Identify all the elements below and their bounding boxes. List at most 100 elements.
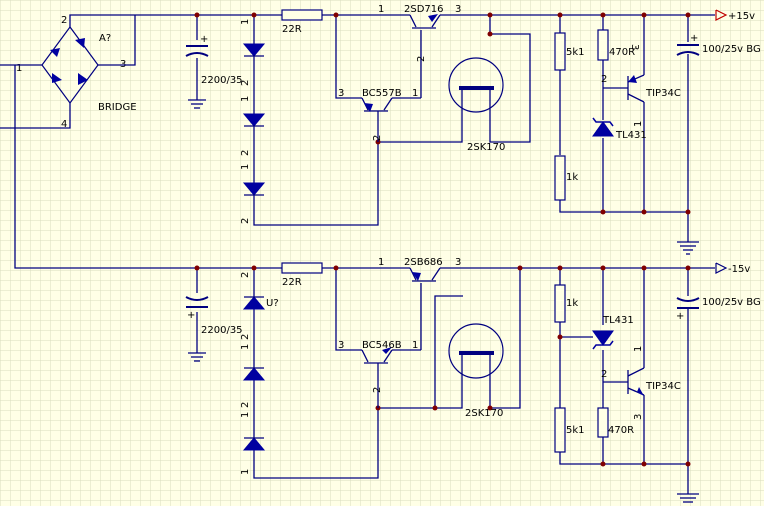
bridge-wires [0, 14, 380, 269]
top-pass-pin-2: 2 [601, 74, 607, 85]
top-zener-diode-1[interactable] [242, 43, 266, 57]
junction [487, 405, 493, 411]
junction [432, 405, 438, 411]
bottom-zener-pin: 2 [240, 402, 251, 408]
top-small-transistor[interactable] [361, 97, 421, 142]
bottom-zener-pin: 2 [240, 272, 251, 278]
top-small-name: BC557B [362, 88, 402, 99]
junction [487, 12, 493, 18]
top-driver-transistor[interactable] [409, 14, 441, 29]
top-tl431-icon[interactable] [592, 117, 614, 137]
bottom-small-transistor[interactable] [361, 347, 421, 408]
top-r-lower-value: 1k [566, 172, 578, 183]
bottom-pass-pin-1: 1 [633, 346, 644, 352]
bottom-resistor-base[interactable] [597, 407, 609, 438]
top-resistor-22r[interactable] [281, 9, 323, 21]
top-r-base-value: 470R [609, 47, 635, 58]
bottom-resistor-value: 22R [282, 277, 302, 288]
top-driver-pin-2: 2 [416, 56, 427, 62]
top-cap-ground-icon [188, 95, 206, 109]
bottom-zener-diode-2[interactable] [242, 367, 266, 381]
top-driver-pin-3: 3 [455, 4, 461, 15]
top-jfet-name: 2SK170 [467, 142, 505, 153]
top-cap-in-value: 2200/35 [201, 75, 243, 86]
bottom-pass-pin-2: 2 [601, 369, 607, 380]
bottom-output-port-icon[interactable] [715, 262, 728, 274]
junction [251, 265, 257, 271]
bridge-ref: A? [99, 33, 111, 44]
top-cap-out-value: 100/25v BG [702, 44, 761, 55]
top-zener-pin: 1 [240, 164, 251, 170]
top-zener-pin: 2 [240, 80, 251, 86]
bottom-pass-pin-3: 3 [633, 414, 644, 420]
top-output-capacitor[interactable] [676, 44, 700, 56]
bottom-pass-name: TIP34C [645, 381, 681, 392]
junction [641, 265, 647, 271]
top-driver-name: 2SD716 [404, 4, 444, 15]
bottom-rail-wires [196, 267, 715, 494]
junction [600, 209, 606, 215]
bottom-resistor-22r[interactable] [281, 262, 323, 274]
bottom-driver-pin-1: 1 [378, 257, 384, 268]
top-pass-pin-1: 1 [633, 121, 644, 127]
bottom-cap-out-polarity: + [676, 311, 684, 322]
top-pass-name: TIP34C [645, 88, 681, 99]
bottom-r-upper-value: 1k [566, 298, 578, 309]
junction [685, 12, 691, 18]
bottom-driver-name: 2SB686 [404, 257, 443, 268]
junction [557, 334, 563, 340]
bottom-output-capacitor[interactable] [676, 297, 700, 309]
bottom-jfet-icon[interactable] [448, 323, 504, 380]
bottom-output-label: -15v [728, 264, 750, 275]
junction [600, 461, 606, 467]
bottom-output-ground-icon [677, 493, 699, 503]
top-zener-diode-3[interactable] [242, 182, 266, 196]
top-output-ground-icon [677, 241, 699, 255]
top-jfet-icon[interactable] [448, 57, 504, 113]
bottom-zener-pin: 1 [240, 344, 251, 350]
bottom-ref-ic-name: TL431 [602, 315, 634, 326]
junction [685, 461, 691, 467]
bottom-driver-transistor[interactable] [409, 267, 441, 282]
junction [251, 12, 257, 18]
top-r-upper-value: 5k1 [566, 47, 585, 58]
bridge-pin-4: 4 [61, 119, 67, 130]
junction [641, 209, 647, 215]
top-zener-diode-2[interactable] [242, 113, 266, 127]
bottom-zener-pin: 2 [240, 334, 251, 340]
bottom-small-pin-2: 2 [372, 387, 383, 393]
top-small-pin-3: 3 [338, 88, 344, 99]
bottom-pass-transistor[interactable] [627, 367, 645, 396]
bottom-small-pin-1: 1 [412, 340, 418, 351]
bottom-small-pin-3: 3 [338, 340, 344, 351]
top-resistor-upper[interactable] [554, 32, 566, 71]
junction [685, 209, 691, 215]
top-pass-transistor[interactable] [627, 74, 645, 103]
top-zener-pin: 2 [240, 150, 251, 156]
bottom-tl431-icon[interactable] [592, 330, 614, 350]
junction [600, 12, 606, 18]
bottom-resistor-upper[interactable] [554, 284, 566, 323]
top-input-capacitor[interactable] [185, 45, 209, 57]
bottom-input-capacitor[interactable] [185, 296, 209, 308]
top-small-pin-2: 2 [372, 135, 383, 141]
top-zener-pin: 1 [240, 96, 251, 102]
junction [641, 461, 647, 467]
bridge-name: BRIDGE [98, 102, 137, 113]
junction [487, 31, 493, 37]
junction [557, 265, 563, 271]
bottom-zener-diode-1[interactable] [242, 296, 266, 310]
top-output-port-icon[interactable] [715, 9, 728, 21]
bottom-cap-out-value: 100/25v BG [702, 297, 761, 308]
bottom-resistor-lower[interactable] [554, 407, 566, 453]
top-output-label: +15v [728, 11, 755, 22]
bottom-zener-diode-3[interactable] [242, 437, 266, 451]
junction [333, 12, 339, 18]
top-resistor-base[interactable] [597, 29, 609, 61]
top-zener-pin: 2 [240, 218, 251, 224]
bottom-jfet-name: 2SK170 [465, 408, 503, 419]
junction [194, 12, 200, 18]
top-resistor-lower[interactable] [554, 155, 566, 201]
junction [641, 12, 647, 18]
